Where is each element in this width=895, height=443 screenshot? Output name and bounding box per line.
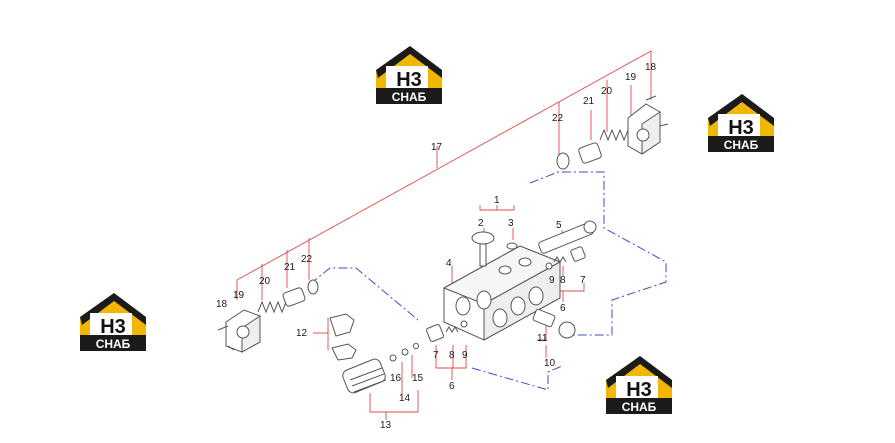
callout-11: 11	[537, 333, 548, 344]
callout-7-right: 7	[580, 275, 586, 286]
end-cover-lower	[217, 309, 261, 353]
bracket-upper	[329, 313, 355, 337]
callout-19-upper: 19	[625, 72, 637, 83]
o-ring-15	[401, 348, 409, 356]
callout-6-right: 6	[560, 303, 566, 314]
logo-mark: H3	[728, 117, 754, 139]
callout-10: 10	[544, 358, 556, 369]
callout-8-right: 8	[560, 275, 566, 286]
callout-22-lower: 22	[301, 254, 313, 265]
plug-left	[425, 323, 445, 343]
callout-14: 14	[399, 393, 411, 404]
callout-21-upper: 21	[583, 96, 595, 107]
callout-3: 3	[508, 218, 514, 229]
logo-mark: H3	[396, 69, 422, 91]
callout-17: 17	[431, 142, 443, 153]
washer-upper	[556, 152, 570, 170]
logo-watermark-top: H3 СНАБ	[376, 46, 442, 104]
logo-watermark-right: H3 СНАБ	[708, 94, 774, 152]
spring-lower	[257, 300, 287, 314]
callout-21-lower: 21	[284, 262, 296, 273]
callout-16: 16	[390, 373, 402, 384]
callout-2: 2	[478, 218, 484, 229]
logo-name: СНАБ	[622, 400, 657, 414]
logo-name: СНАБ	[724, 138, 759, 152]
callout-20-upper: 20	[601, 86, 613, 97]
end-cover-upper	[627, 95, 669, 155]
o-ring-14	[413, 343, 419, 349]
callouts: 1 2 3 4 5 9 8 7 6 11 10 7 8 9 6 12 16 15…	[216, 62, 657, 431]
spring-upper	[599, 128, 629, 142]
bracket-lower	[331, 343, 357, 361]
callout-6-left: 6	[449, 381, 455, 392]
ball-left	[460, 320, 468, 328]
callout-20-lower: 20	[259, 276, 271, 287]
spool-cap-lower	[282, 287, 306, 307]
callout-22-upper: 22	[552, 113, 564, 124]
pin	[479, 243, 487, 267]
hydraulic-lines	[309, 171, 667, 391]
callout-7-left: 7	[433, 350, 439, 361]
spring-right	[553, 256, 567, 263]
check-valve	[532, 308, 556, 328]
nut	[558, 321, 576, 339]
logo-name: СНАБ	[96, 337, 131, 351]
plug-right	[570, 246, 586, 262]
callout-13: 13	[380, 420, 392, 431]
seal-plate	[471, 231, 495, 245]
spool-cap-upper	[578, 142, 602, 164]
washer-lower	[307, 279, 319, 295]
callout-1: 1	[494, 195, 500, 206]
logo-name: СНАБ	[392, 90, 427, 104]
callout-4: 4	[446, 258, 452, 269]
o-ring-top	[506, 242, 518, 250]
logo-watermark-left: H3 СНАБ	[80, 293, 146, 351]
spool-assembly	[342, 358, 387, 394]
callout-18-upper: 18	[645, 62, 657, 73]
callout-19-lower: 19	[233, 290, 245, 301]
relief-valve	[538, 220, 597, 254]
ball-right	[545, 262, 553, 270]
callout-12: 12	[296, 328, 308, 339]
leader-lines	[236, 50, 652, 420]
callout-8-left: 8	[449, 350, 455, 361]
callout-18-lower: 18	[216, 299, 228, 310]
logo-watermark-bottom: H3 СНАБ	[606, 356, 672, 414]
callout-5: 5	[556, 220, 562, 231]
logo-mark: H3	[626, 379, 652, 401]
callout-9-right: 9	[549, 275, 555, 286]
logo-mark: H3	[100, 316, 126, 338]
callout-15: 15	[412, 373, 424, 384]
o-ring-16	[389, 354, 397, 362]
spring-left	[445, 326, 459, 333]
valve-body	[442, 245, 562, 341]
callout-9-left: 9	[462, 350, 468, 361]
parts	[217, 95, 669, 394]
